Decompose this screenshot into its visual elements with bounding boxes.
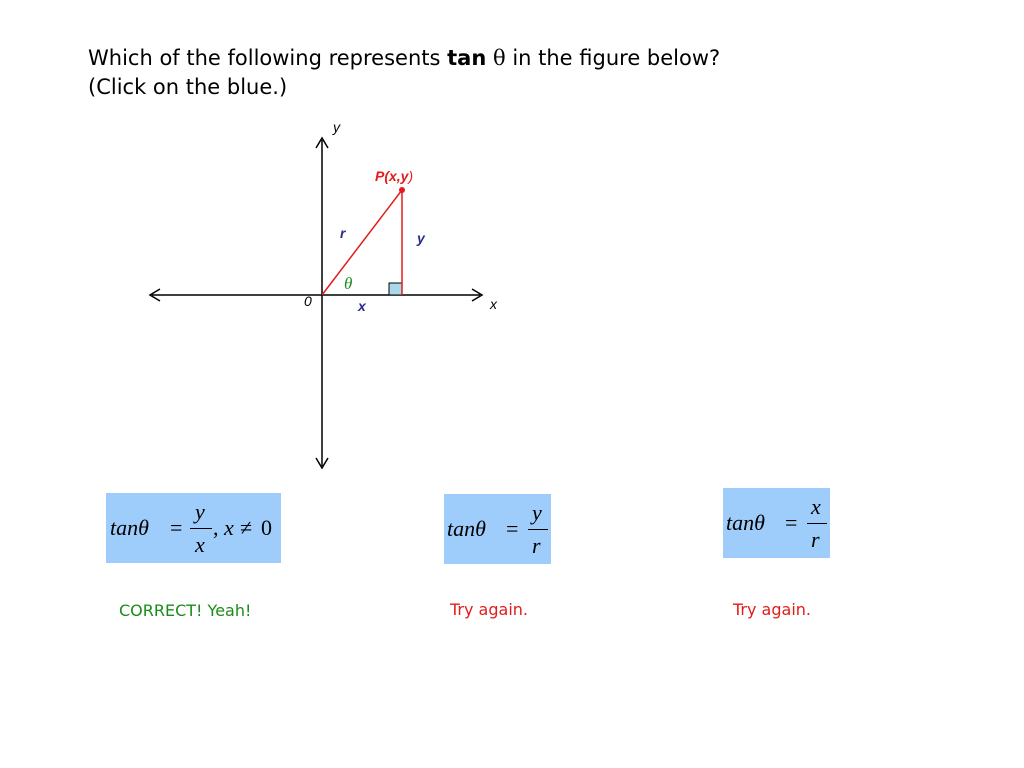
point-label: P(x,y) xyxy=(375,168,413,184)
origin-label: 0 xyxy=(304,293,312,309)
y-axis-top-arrow xyxy=(315,136,329,149)
question-line-1: Which of the following represents tan θ … xyxy=(88,46,721,70)
right-angle-marker xyxy=(388,282,403,296)
theta-symbol: θ xyxy=(492,46,506,70)
hypotenuse-line xyxy=(321,189,403,296)
adjacent-label: x xyxy=(357,298,367,314)
option-1-formula[interactable]: tanθ = y x , x ≠ 0 xyxy=(106,493,281,563)
option-1-feedback: CORRECT! Yeah! xyxy=(119,601,252,620)
hypotenuse-label: r xyxy=(340,225,347,241)
question-text: Which of the following represents tan θ … xyxy=(88,44,948,102)
fraction-bar xyxy=(190,528,212,529)
fraction-bar xyxy=(807,523,827,524)
y-axis-label: y xyxy=(332,119,341,135)
opposite-label: y xyxy=(416,230,426,246)
x-axis-left-arrow xyxy=(148,288,161,302)
question-line-2: (Click on the blue.) xyxy=(88,75,288,99)
x-axis-label: x xyxy=(489,296,498,312)
y-axis-bottom-arrow xyxy=(315,457,329,470)
x-axis-right-arrow xyxy=(471,288,484,302)
option-3-feedback: Try again. xyxy=(733,600,811,619)
option-2-formula[interactable]: tanθ = y r xyxy=(444,494,551,564)
option-3-formula[interactable]: tanθ = x r xyxy=(723,488,830,558)
point-p xyxy=(399,187,405,193)
option-2-feedback: Try again. xyxy=(450,600,528,619)
fraction-bar xyxy=(528,529,548,530)
angle-label: θ xyxy=(344,274,352,293)
tan-word: tan xyxy=(447,46,487,70)
